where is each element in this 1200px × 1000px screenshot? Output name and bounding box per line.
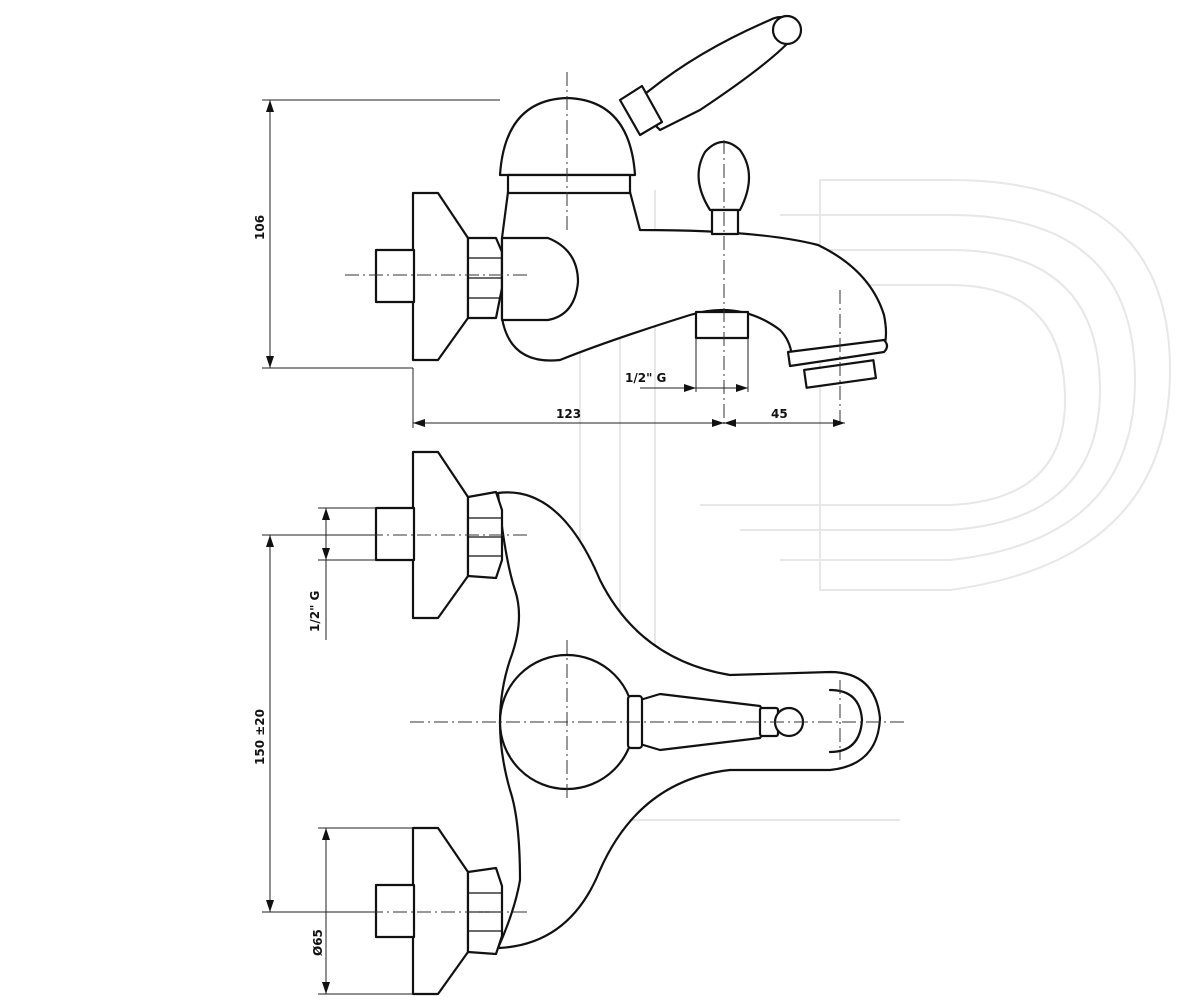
bottom-inlet-pipe: [374, 883, 416, 939]
bottom-hex-nut: [466, 866, 504, 956]
spout-outlet: [786, 338, 889, 368]
inlet-port: [500, 236, 580, 322]
dim-spout-thread-label: 1/2" G: [625, 371, 666, 385]
bottom-flange: [411, 826, 470, 996]
lever-ring: [618, 84, 664, 137]
dim-body-length-label: 123: [556, 407, 581, 421]
top-inlet-pipe: [374, 506, 416, 562]
spout-ring: [828, 688, 864, 754]
lower-connector: [694, 310, 750, 340]
side-view-dimensions: 106 123 45 1/2" G: [253, 99, 845, 428]
dim-flange-diameter-label: Ø65: [311, 929, 325, 956]
dim-spacing-label: 150 ±20: [253, 709, 267, 765]
front-view: [345, 450, 905, 996]
diverter-stem: [710, 208, 740, 236]
wall-flange: [411, 191, 470, 362]
lever-knob: [771, 14, 803, 46]
dim-inlet-thread-label: 1/2" G: [308, 591, 322, 632]
dim-spout-length-label: 45: [771, 407, 788, 421]
inlet-pipe: [374, 248, 416, 304]
valve-body: [500, 190, 888, 362]
dome-collar: [506, 173, 632, 195]
side-view: [345, 14, 889, 425]
front-view-dimensions: 150 ±20 1/2" G Ø65: [253, 507, 413, 995]
dim-height-label: 106: [253, 215, 267, 240]
